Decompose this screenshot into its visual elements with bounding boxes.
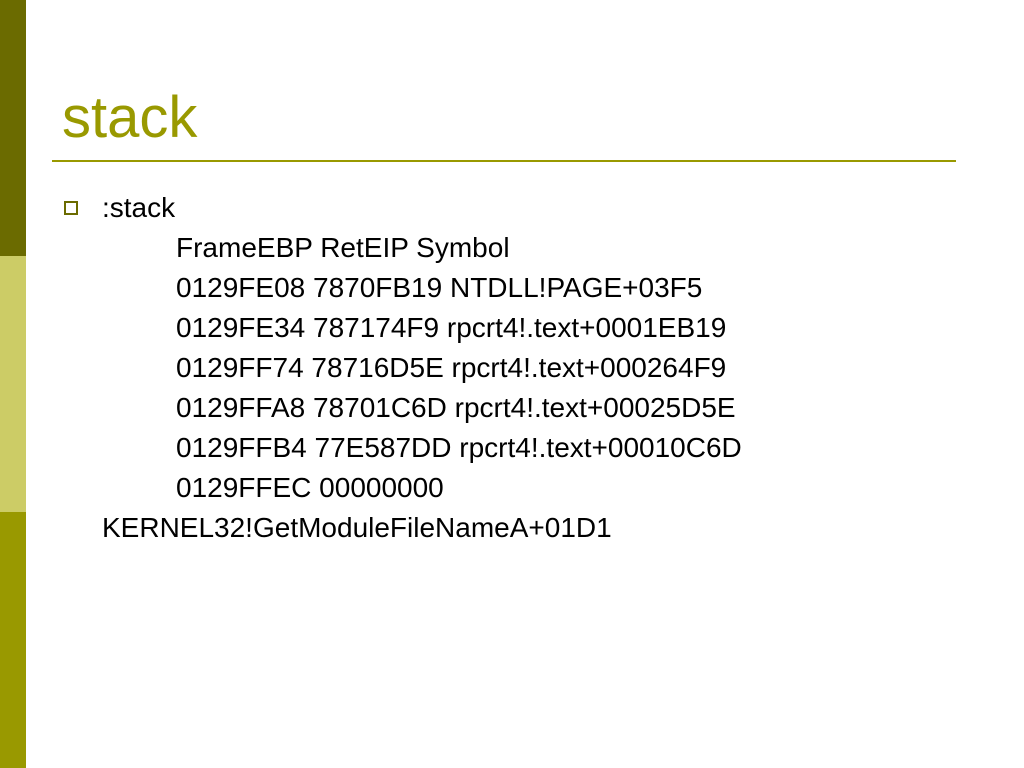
stack-line-header: FrameEBP RetEIP Symbol [176,232,510,263]
bullet-item: :stack FrameEBP RetEIP Symbol 0129FE08 7… [62,188,962,548]
hollow-square-bullet-icon [64,201,78,215]
stack-line: 0129FF74 78716D5E rpcrt4!.text+000264F9 [176,352,727,383]
slide-content: :stack FrameEBP RetEIP Symbol 0129FE08 7… [62,188,962,548]
title-divider [52,160,956,162]
stack-line: 0129FFEC 00000000 [176,472,444,503]
side-band-top [0,0,26,256]
bullet-heading: :stack [102,192,176,223]
stack-line: 0129FE08 7870FB19 NTDLL!PAGE+03F5 [176,272,703,303]
side-band-middle [0,256,26,512]
stack-line: 0129FFB4 77E587DD rpcrt4!.text+00010C6D [176,432,742,463]
stack-line: 0129FE34 787174F9 rpcrt4!.text+0001EB19 [176,312,727,343]
stack-line-wrapped: KERNEL32!GetModuleFileNameA+01D1 [102,512,612,543]
slide-title: stack [62,85,198,150]
stack-line: 0129FFA8 78701C6D rpcrt4!.text+00025D5E [176,392,736,423]
side-band-bottom [0,512,26,768]
